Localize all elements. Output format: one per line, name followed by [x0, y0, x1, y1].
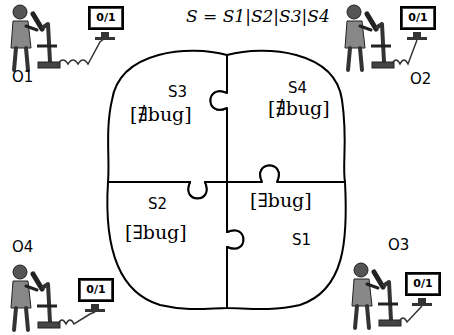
piece-name: S3 [168, 84, 187, 101]
observer-label: O3 [388, 236, 409, 254]
diagram-title: S = S1|S2|S3|S4 [186, 6, 330, 26]
screen-value: 0/1 [407, 274, 439, 294]
monitor-screen: 0/1 [405, 272, 441, 296]
bug-condition: [∃bug] [250, 190, 312, 211]
monitor-screen: 0/1 [88, 6, 124, 30]
monitor-screen: 0/1 [400, 6, 436, 30]
observer-label: O4 [12, 238, 33, 256]
monitor-screen: 0/1 [78, 278, 114, 302]
puzzle-piece: S4[∄bug] [227, 50, 345, 182]
observer-figure [11, 5, 60, 70]
piece-name: S1 [292, 232, 311, 249]
monitor-stand [85, 32, 432, 312]
bug-condition: [∄bug] [268, 98, 330, 119]
puzzle-piece: S2 [∃bug] [108, 182, 227, 308]
observer-label: O1 [12, 68, 33, 86]
bug-condition: [∃bug] [125, 222, 187, 243]
observer-figure [11, 265, 60, 330]
observer-label: O2 [410, 70, 431, 88]
observer-figure [345, 5, 394, 70]
coiled-cable [58, 38, 422, 324]
screen-value: 0/1 [80, 280, 112, 300]
puzzle-piece: S3 [∄bug] [108, 50, 227, 182]
puzzle-piece: [∃bug] S1 [227, 182, 345, 308]
observer-figure [352, 263, 401, 328]
screen-value: 0/1 [402, 8, 434, 28]
bug-condition: [∄bug] [130, 104, 192, 125]
piece-name: S2 [148, 196, 167, 213]
piece-name: S4 [288, 80, 307, 97]
screen-value: 0/1 [90, 8, 122, 28]
